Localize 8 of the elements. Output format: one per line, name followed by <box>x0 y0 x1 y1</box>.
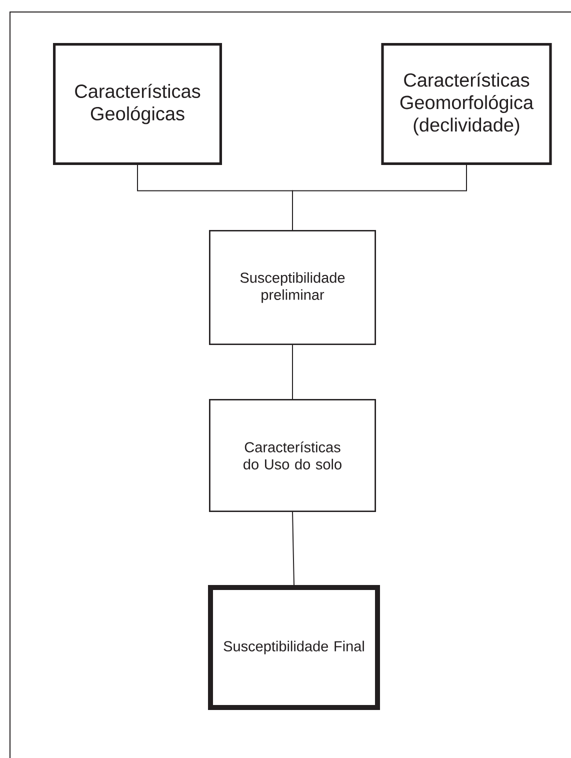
connector-line <box>292 164 467 230</box>
connector-line <box>292 344 293 400</box>
connector-line <box>292 512 294 586</box>
process-box: Susceptibilidade preliminar <box>209 230 376 345</box>
process-box: Características Geológicas <box>53 43 222 165</box>
process-box: Susceptibilidade Final <box>208 585 380 710</box>
process-box: Características do Uso do solo <box>209 399 376 512</box>
process-box: Características Geomorfológica (declividade) <box>381 43 552 165</box>
